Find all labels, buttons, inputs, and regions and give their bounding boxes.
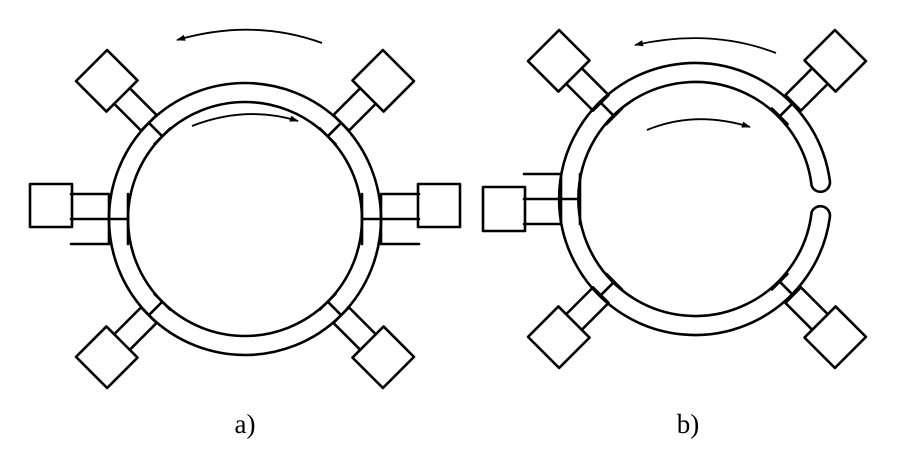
station-lower-right	[770, 272, 868, 370]
station-upper-right	[318, 48, 416, 146]
panel-b: b)	[481, 28, 868, 439]
panel-a: a)	[28, 28, 462, 439]
station-connector	[112, 292, 172, 352]
station-node	[351, 48, 416, 113]
arrow-outer-counterclockwise	[634, 37, 777, 54]
station-connector	[522, 172, 582, 226]
station-left	[481, 172, 582, 233]
station-connector	[564, 272, 624, 332]
station-lower-left	[526, 272, 624, 370]
station-connector	[112, 86, 172, 146]
station-node	[351, 325, 416, 390]
station-node	[416, 182, 462, 229]
station-connector	[770, 272, 830, 332]
station-node	[28, 182, 74, 229]
station-right	[360, 182, 462, 246]
station-node	[526, 28, 591, 93]
station-node	[481, 185, 527, 233]
station-node	[74, 325, 139, 390]
arrow-inner-clockwise	[191, 113, 299, 127]
station-node	[803, 28, 868, 93]
station-lower-right	[318, 292, 416, 390]
station-upper-right	[770, 28, 868, 126]
station-connector	[770, 66, 830, 126]
station-connector	[69, 192, 130, 246]
arrow-outer-counterclockwise	[176, 28, 323, 44]
station-upper-left	[526, 28, 624, 126]
station-connector	[564, 66, 624, 126]
station-upper-left	[74, 48, 172, 146]
caption-a: a)	[235, 409, 256, 439]
station-node	[74, 48, 139, 113]
station-connector	[360, 192, 421, 246]
station-left	[28, 182, 130, 246]
station-node	[803, 305, 868, 370]
station-connector	[318, 292, 378, 352]
station-lower-left	[74, 292, 172, 390]
arrow-inner-clockwise	[646, 118, 751, 131]
station-node	[526, 305, 591, 370]
station-connector	[318, 86, 378, 146]
caption-b: b)	[677, 409, 700, 439]
